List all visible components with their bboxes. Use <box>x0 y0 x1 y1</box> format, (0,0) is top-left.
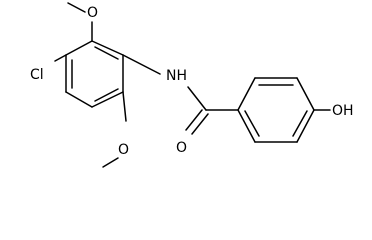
ring-bond <box>65 40 93 56</box>
methoxy-oxygen-bottom: O <box>118 142 129 158</box>
bond-n-carbonyl <box>187 86 207 111</box>
ring-double-bond <box>244 110 260 137</box>
ring-bond <box>237 109 256 143</box>
bond-o-methyl-bottom <box>102 157 119 168</box>
chlorine-atom: Cl <box>30 67 44 83</box>
ring-bond <box>91 40 124 56</box>
ring-double-bond <box>292 110 308 137</box>
left-benzene-ring <box>65 40 124 108</box>
ring-bond <box>91 91 124 108</box>
bond-ring-n <box>122 54 161 75</box>
ring-bond <box>296 77 315 111</box>
bond-o-methyl-top <box>67 2 86 13</box>
carbonyl-double-bond <box>191 113 209 135</box>
ring-bond <box>296 109 315 143</box>
methoxy-oxygen-top: O <box>87 5 98 21</box>
ring-double-bond <box>94 88 119 102</box>
bond-c-cl <box>54 54 67 62</box>
ring-double-bond <box>94 46 119 60</box>
chemical-structure: O Cl O NH O OH <box>30 2 354 168</box>
ring-bond <box>237 77 256 111</box>
bond-c-o-bottom <box>122 91 127 122</box>
amide-nitrogen: NH <box>166 68 187 84</box>
ring-bond <box>65 91 93 108</box>
hydroxyl-group: OH <box>332 103 354 119</box>
right-benzene-ring <box>237 77 315 143</box>
carbonyl-oxygen: O <box>176 140 187 156</box>
carbonyl-double-bond <box>185 109 203 131</box>
